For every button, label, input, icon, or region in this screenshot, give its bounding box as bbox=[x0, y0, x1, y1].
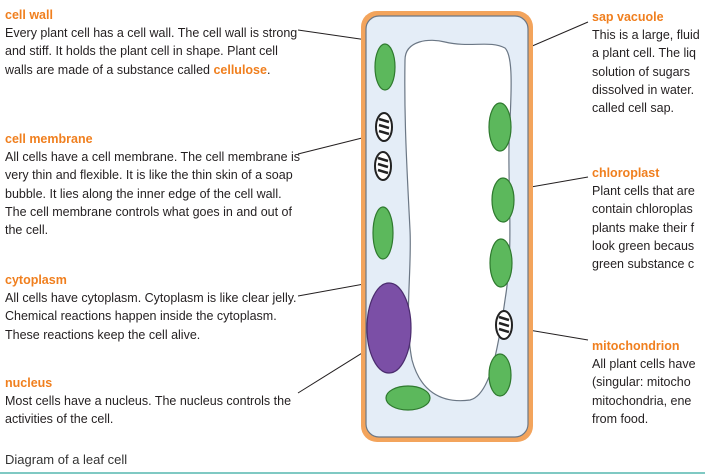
sap-vacuole-label: sap vacuole This is a large, fluid a pla… bbox=[592, 10, 705, 117]
cell-wall-text: Every plant cell has a cell wall. The ce… bbox=[5, 26, 298, 77]
chloroplast bbox=[491, 177, 515, 223]
cell-membrane-title: cell membrane bbox=[5, 132, 93, 146]
sap-vacuole-title: sap vacuole bbox=[592, 10, 664, 24]
sap-vacuole-description: This is a large, fluid a plant cell. The… bbox=[592, 26, 705, 117]
chloroplast bbox=[385, 385, 431, 411]
figure-caption: Diagram of a leaf cell bbox=[5, 452, 128, 467]
mitochondrion-label: mitochondrion All plant cells have (sing… bbox=[592, 339, 705, 428]
cytoplasm-label: cytoplasm All cells have cytoplasm. Cyto… bbox=[5, 273, 305, 344]
cell-wall-label: cell wall Every plant cell has a cell wa… bbox=[5, 8, 305, 79]
mitochondrion-description: All plant cells have (singular: mitocho … bbox=[592, 355, 705, 428]
nucleus-description: Most cells have a nucleus. The nucleus c… bbox=[5, 394, 292, 427]
cytoplasm-description: All cells have cytoplasm. Cytoplasm is l… bbox=[5, 291, 297, 342]
mitochondrion bbox=[375, 112, 393, 142]
chloroplast-title: chloroplast bbox=[592, 166, 660, 180]
chloroplast bbox=[372, 206, 394, 260]
text-line: contain chloroplas bbox=[592, 202, 693, 217]
text-line: mitochondria, ene bbox=[592, 393, 692, 408]
chloroplast-description: Plant cells that are contain chloroplas … bbox=[592, 182, 705, 273]
nucleus bbox=[366, 282, 412, 374]
text-line: (singular: mitocho bbox=[592, 375, 691, 390]
cell-wall-title: cell wall bbox=[5, 8, 53, 22]
text-line: a plant cell. The liq bbox=[592, 46, 696, 61]
mitochondrion-title: mitochondrion bbox=[592, 339, 680, 353]
text-line: dissolved in water. bbox=[592, 82, 695, 97]
chloroplast bbox=[489, 238, 513, 288]
text-line: Plant cells that are bbox=[592, 184, 695, 198]
cell-wall-description: Every plant cell has a cell wall. The ce… bbox=[5, 24, 305, 79]
cell-membrane-leader bbox=[297, 135, 371, 155]
text-line: All plant cells have bbox=[592, 357, 696, 371]
mitochondrion bbox=[495, 310, 513, 340]
chloroplast bbox=[488, 353, 512, 397]
cell-membrane-label: cell membrane All cells have a cell memb… bbox=[5, 132, 305, 239]
text-line: look green becaus bbox=[592, 238, 695, 253]
cell-membrane-description: All cells have a cell membrane. The cell… bbox=[5, 150, 301, 238]
cellulose-term: cellulose bbox=[213, 62, 267, 77]
text-line: called cell sap. bbox=[592, 101, 674, 116]
text-line: This is a large, fluid bbox=[592, 28, 700, 42]
cell-wall-text-end: . bbox=[266, 62, 271, 77]
nucleus-title: nucleus bbox=[5, 376, 53, 390]
chloroplast bbox=[374, 43, 396, 91]
sap-vacuole bbox=[404, 39, 512, 402]
mitochondrion bbox=[374, 151, 392, 181]
text-line: solution of sugars bbox=[592, 64, 690, 79]
text-line: plants make their f bbox=[592, 220, 695, 235]
text-line: from food. bbox=[592, 411, 649, 426]
cytoplasm-title: cytoplasm bbox=[5, 273, 67, 287]
caption-rule bbox=[0, 472, 705, 474]
nucleus-label: nucleus Most cells have a nucleus. The n… bbox=[5, 376, 305, 429]
text-line: green substance c bbox=[592, 257, 695, 272]
chloroplast bbox=[488, 102, 512, 152]
cell-wall-leader bbox=[297, 29, 368, 41]
chloroplast-label: chloroplast Plant cells that are contain… bbox=[592, 166, 705, 273]
